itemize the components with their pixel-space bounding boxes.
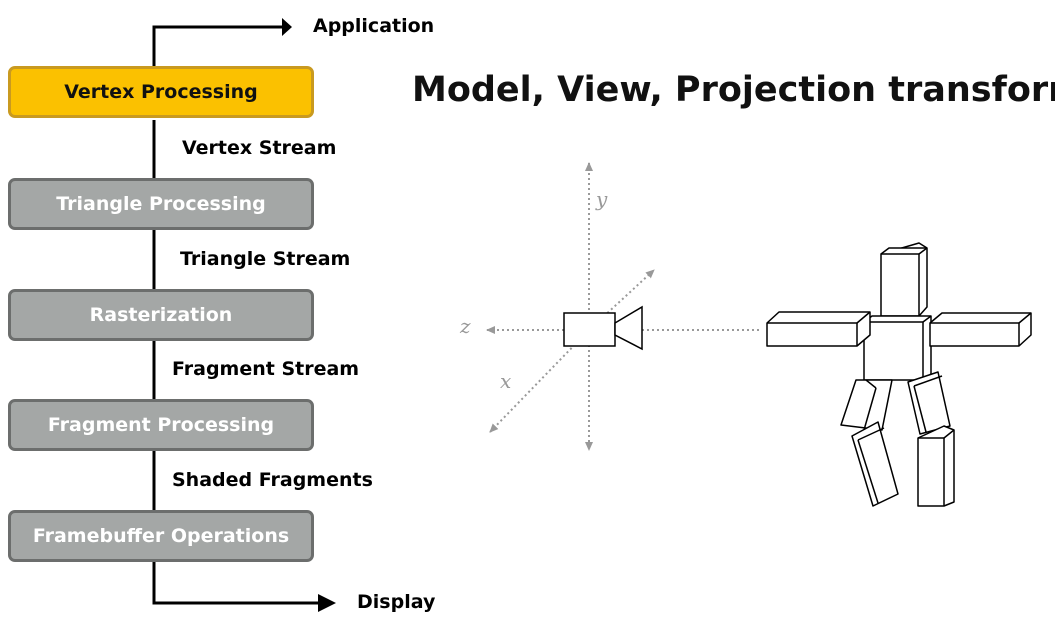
slide-title: Model, View, Projection transforms [412, 70, 1055, 110]
application-connector [152, 25, 282, 66]
stream-triangle: Triangle Stream [180, 248, 351, 270]
z-axis-label: z [459, 314, 471, 338]
stage-fragment-processing: Fragment Processing [8, 399, 314, 451]
stage-vertex-processing: Vertex Processing [8, 66, 314, 118]
figure-left-lower-leg [851, 421, 899, 507]
stream-shaded-fragments: Shaded Fragments [172, 469, 373, 491]
stream-fragment: Fragment Stream [172, 358, 360, 380]
stage-rasterization: Rasterization [8, 289, 314, 341]
figure-torso [863, 315, 932, 381]
stage-framebuffer-operations: Framebuffer Operations [8, 510, 314, 562]
figure-left-arm [766, 311, 871, 347]
application-arrowhead [282, 18, 292, 36]
figure-right-upper-leg [907, 371, 951, 435]
camera-scene: y z x [459, 162, 1032, 507]
stream-vertex: Vertex Stream [182, 137, 337, 159]
figure-right-arm [929, 312, 1032, 347]
figure-left-upper-leg [840, 379, 893, 431]
camera-icon [563, 305, 643, 351]
display-connector [152, 562, 322, 605]
x-axis-label: x [500, 369, 511, 393]
stage-triangle-processing: Triangle Processing [8, 178, 314, 230]
figure-right-lower-leg [917, 425, 955, 507]
pipeline-connectors [152, 18, 336, 612]
x-axis-positive [489, 329, 590, 433]
application-label: Application [313, 15, 435, 37]
y-axis-label: y [595, 187, 608, 211]
display-arrowhead [318, 594, 336, 612]
block-figure [766, 242, 1032, 507]
display-label: Display [357, 591, 436, 613]
